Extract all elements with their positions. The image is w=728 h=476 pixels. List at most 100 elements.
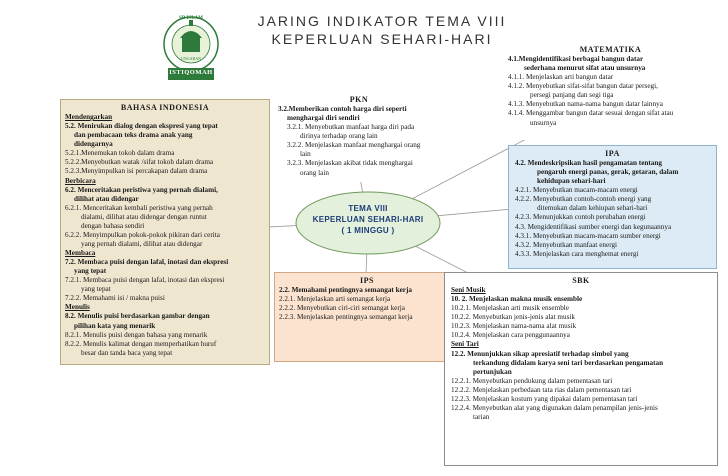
text-line: dialami, dilihat atau didengar dengan ru… bbox=[81, 212, 207, 221]
text-line: yang pernah dialami, dilihat atau dideng… bbox=[81, 239, 203, 248]
pkn-heading: PKN bbox=[349, 95, 369, 104]
text-line: 12.2.1. Menyebutkan pendukung dalam peme… bbox=[451, 376, 613, 385]
text-line: dan pembacaan teks drama anak yang bbox=[74, 131, 193, 140]
text-line: dilihat atau didengar bbox=[74, 194, 139, 203]
text-line: unsurnya bbox=[530, 118, 557, 127]
title-line-2: KEPERLUAN SEHARI-HARI bbox=[271, 31, 493, 48]
center-line-2: KEPERLUAN SEHARI-HARI bbox=[312, 214, 424, 224]
ips-box: IPS 2.2. Memahami pentingnya semangat ke… bbox=[274, 272, 460, 362]
logo-bottom-text: ISTIQOMAH bbox=[169, 69, 213, 76]
text-line: besar dan tanda baca yang tepat bbox=[81, 348, 173, 357]
text-line: 4.1.2. Menyebutkan sifat-sifat bangun da… bbox=[508, 82, 658, 91]
text-line: Mendengarkan bbox=[65, 113, 113, 122]
text-line: 4.2.2. Menyebutkan contoh-contoh energi … bbox=[515, 195, 652, 204]
text-line: menghargai diri sendiri bbox=[287, 114, 360, 123]
title-line-1: JARING INDIKATOR TEMA VIII bbox=[257, 13, 507, 29]
text-line: Seni Musik bbox=[451, 286, 486, 295]
text-line: yang tepat bbox=[81, 285, 111, 294]
text-line: 5.2. Menirukan dialog dengan ekspresi ya… bbox=[65, 122, 218, 131]
text-line: 4.1.3. Menyebutkan nama-nama bangun data… bbox=[508, 100, 663, 109]
text-line: 6.2.1. Menceritakan kembali peristiwa ya… bbox=[65, 203, 213, 212]
text-line: 10.2.1. Menjelaskan arti musik ensemble bbox=[451, 304, 569, 313]
text-line: 6.2.2. Menyimpulkan pokok-pokok pikiran … bbox=[65, 230, 220, 239]
text-line: 5.2.3.Menyimpulkan isi percakapan dalam … bbox=[65, 167, 208, 176]
text-line: 5.2.2.Menyebutkan watak /sifat tokoh dal… bbox=[65, 158, 214, 167]
text-line: terkandung didalam karya seni tari berda… bbox=[473, 358, 664, 367]
ipa-heading: IPA bbox=[605, 149, 620, 158]
text-line: 3.2.Memberikan contoh harga diri seperti bbox=[278, 105, 407, 114]
text-line: 2.2.2. Menyebutkan ciri-ciri semangat ke… bbox=[279, 304, 405, 313]
text-line: 2.2. Memahami pentingnya semangat kerja bbox=[279, 286, 412, 295]
text-line: pilihan kata yang menarik bbox=[74, 321, 156, 330]
ipa-box: IPA 4.2. Mendeskripsikan hasil pengamata… bbox=[508, 145, 717, 269]
text-line: 4.2. Mendeskripsikan hasil pengamatan te… bbox=[515, 159, 662, 168]
bahasa-indonesia-heading: BAHASA INDONESIA bbox=[120, 103, 210, 112]
sbk-heading: SBK bbox=[572, 276, 590, 285]
ips-heading: IPS bbox=[360, 276, 374, 285]
ipa-lines: 4.2. Mendeskripsikan hasil pengamatan te… bbox=[515, 159, 710, 259]
text-line: Menulis bbox=[65, 303, 90, 312]
text-line: 4.1.Mengidentifikasi berbagai bangun dat… bbox=[508, 55, 644, 64]
text-line: 12.2. Menunjukkan sikap apresiatif terha… bbox=[451, 349, 629, 358]
text-line: tarian bbox=[473, 412, 490, 421]
text-line: 7.2.1. Membaca puisi dengan lafal, inota… bbox=[65, 276, 225, 285]
center-theme-oval: TEMA VIII KEPERLUAN SEHARI-HARI ( 1 MING… bbox=[294, 190, 442, 256]
text-line: 3.2.3. Menjelaskan akibat tidak mengharg… bbox=[287, 159, 413, 168]
text-line: kehidupan sehari-hari bbox=[537, 177, 606, 186]
text-line: dirinya terhadap orang lain bbox=[300, 132, 378, 141]
text-line: 8.2.1. Menulis puisi dengan bahasa yang … bbox=[65, 330, 208, 339]
text-line: 12.2.3. Menjelaskan kostum yang dipakai … bbox=[451, 394, 638, 403]
text-line: 4.2.3. Menunjukkan contoh perubahan ener… bbox=[515, 213, 646, 222]
text-line: 4.3. Mengidentifikasi sumber energi dan … bbox=[515, 222, 672, 231]
text-line: 7.2. Membaca puisi dengan lafal, inotasi… bbox=[65, 258, 229, 267]
text-line: 7.2.2. Memahami isi / makna puisi bbox=[65, 294, 165, 303]
pkn-box: PKN 3.2.Memberikan contoh harga diri sep… bbox=[274, 92, 444, 182]
text-line: 12.2.2. Menjelaskan perbedaan tata rias … bbox=[451, 385, 632, 394]
text-line: 10. 2. Menjelaskan makna musik ensemble bbox=[451, 295, 583, 304]
text-line: Seni Tari bbox=[451, 340, 479, 349]
text-line: Membaca bbox=[65, 249, 96, 258]
text-line: 4.3.3. Menjelaskan cara menghemat energi bbox=[515, 249, 639, 258]
matematika-box: MATEMATIKA 4.1.Mengidentifikasi berbagai… bbox=[504, 42, 717, 140]
matematika-lines: 4.1.Mengidentifikasi berbagai bangun dat… bbox=[508, 55, 713, 128]
text-line: 10.2.3. Menjelaskan nama-nama alat musik bbox=[451, 322, 577, 331]
text-line: didengarnya bbox=[74, 140, 113, 149]
matematika-heading: MATEMATIKA bbox=[579, 45, 642, 54]
text-line: 4.3.2. Menyebutkan manfaat energi bbox=[515, 240, 618, 249]
text-line: orang lain bbox=[300, 168, 329, 177]
text-line: 4.3.1. Menyebutkan macam-macam sumber en… bbox=[515, 231, 661, 240]
text-line: pengaruh energi panas, gerak, getaran, d… bbox=[537, 168, 679, 177]
pkn-lines: 3.2.Memberikan contoh harga diri seperti… bbox=[278, 105, 440, 178]
text-line: 2.2.1. Menjelaskan arti semangat kerja bbox=[279, 295, 391, 304]
text-line: sederhana menurut sifat atau unsurnya bbox=[524, 64, 646, 73]
logo-sub-text: UNGARAN bbox=[181, 56, 201, 61]
text-line: 10.2.2. Menyebutkan jenis-jenis alat mus… bbox=[451, 313, 575, 322]
text-line: lain bbox=[300, 150, 311, 159]
center-line-1: TEMA VIII bbox=[348, 204, 388, 213]
page-title: JARING INDIKATOR TEMA VIII KEPERLUAN SEH… bbox=[232, 12, 532, 48]
text-line: persegi panjang dan segi tiga bbox=[530, 91, 614, 100]
text-line: 8.2. Menulis puisi berdasarkan gambar de… bbox=[65, 312, 210, 321]
text-line: yang tepat bbox=[74, 267, 107, 276]
text-line: 5.2.1.Menemukan tokoh dalam drama bbox=[65, 149, 175, 158]
text-line: 6.2. Menceritakan peristiwa yang pernah … bbox=[65, 185, 218, 194]
school-logo: SD ISLAM ISTIQOMAH UNGARAN bbox=[162, 6, 220, 86]
text-line: 4.1.1. Menjelaskan arti bangun datar bbox=[508, 73, 614, 82]
text-line: 3.2.1. Menyebutkan manfaat harga diri pa… bbox=[287, 123, 415, 132]
text-line: 3.2.2. Menjelaskan manfaat menghargai or… bbox=[287, 141, 421, 150]
text-line: pertunjukan bbox=[473, 367, 512, 376]
text-line: 12.2.4. Menyebutkan alat yang digunakan … bbox=[451, 403, 658, 412]
text-line: 4.2.1. Menyebutkan macam-macam energi bbox=[515, 186, 638, 195]
text-line: ditemukan dalam kehiupan sehari-hari bbox=[537, 204, 648, 213]
text-line: 10.2.4. Menjelaskan cara penggunaannya bbox=[451, 331, 570, 340]
text-line: Berbicara bbox=[65, 176, 96, 185]
text-line: dengan bahasa sendiri bbox=[81, 221, 145, 230]
center-line-3: ( 1 MINGGU ) bbox=[341, 225, 395, 235]
text-line: 4.1.4. Menggambar bangun datar sesuai de… bbox=[508, 109, 674, 118]
text-line: 8.2.2. Menulis kalimat dengan memperhati… bbox=[65, 339, 217, 348]
